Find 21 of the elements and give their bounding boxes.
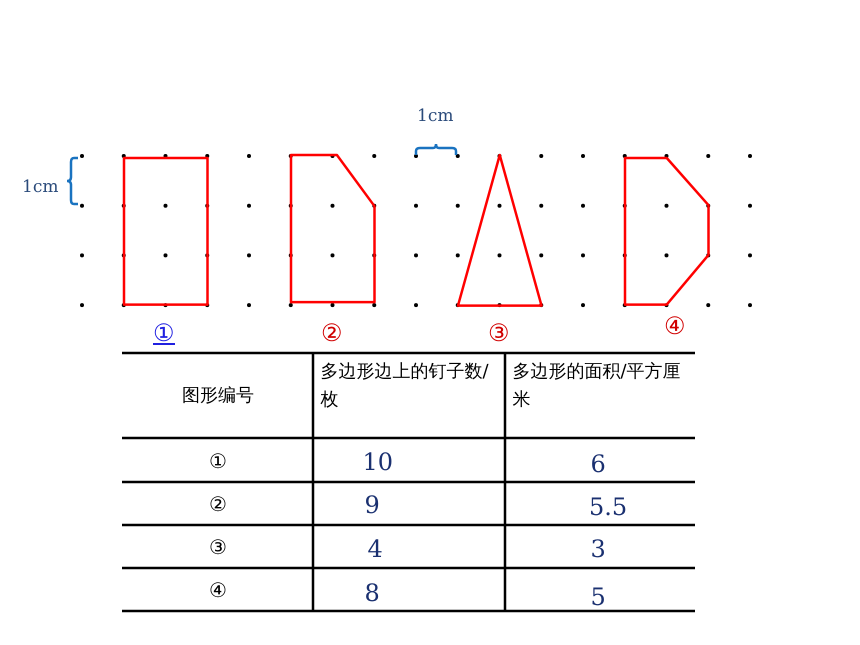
figure-number: ① xyxy=(209,448,227,474)
shape-number: ① xyxy=(153,320,175,346)
header-text: 图形编号 xyxy=(182,384,254,408)
value-text: 10 xyxy=(362,449,394,475)
figure-number: ④ xyxy=(209,577,227,603)
dimension-label: 1cm xyxy=(417,105,454,128)
value-text: 9 xyxy=(364,492,380,518)
header-text: 多边形的面积/平方厘米 xyxy=(512,360,682,412)
value-text: 8 xyxy=(364,580,380,606)
value-text: 4 xyxy=(368,536,383,562)
value-text: 5.5 xyxy=(589,494,628,520)
value-text: 6 xyxy=(590,451,606,477)
value-text: 5 xyxy=(590,584,606,610)
shape-number: ② xyxy=(321,320,343,346)
shape-number: ③ xyxy=(488,320,510,346)
shape-number: ④ xyxy=(664,312,686,339)
figure-number: ② xyxy=(209,491,227,517)
figure-number: ③ xyxy=(209,534,227,560)
value-text: 3 xyxy=(590,536,606,562)
dimension-label: 1cm xyxy=(22,176,58,199)
header-text: 多边形边上的钉子数/枚 xyxy=(320,360,490,412)
